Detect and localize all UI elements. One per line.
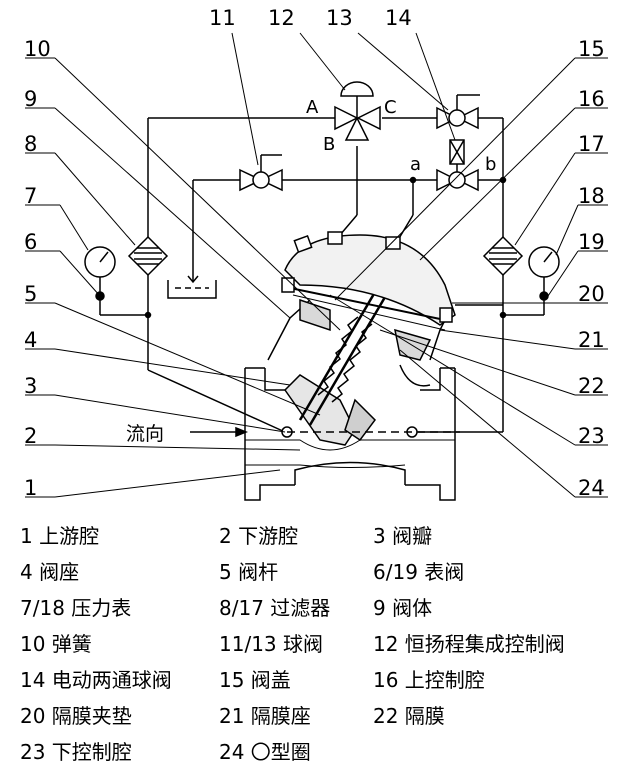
callout-7: 7 — [24, 184, 37, 208]
flow-direction-label: 流向 — [126, 423, 164, 445]
legend-item-5: 5 阀杆 — [219, 560, 279, 584]
callout-17: 17 — [578, 132, 605, 156]
callout-10: 10 — [24, 37, 51, 61]
main-valve-body — [244, 231, 460, 501]
legend-item-2: 2 下游腔 — [219, 524, 299, 548]
pressure-gauge-7 — [84, 246, 116, 301]
callout-9: 9 — [24, 87, 37, 111]
port-label-B: B — [323, 134, 335, 155]
callout-numbers: 1 2 3 4 5 6 7 8 9 10 11 12 13 14 15 16 1… — [24, 6, 605, 500]
filter-17 — [482, 235, 524, 277]
legend-item-12: 12 恒扬程集成控制阀 — [373, 632, 565, 656]
ball-valve-13 — [436, 94, 480, 130]
drain-funnel — [167, 275, 217, 299]
legend-item-22: 22 隔膜 — [373, 704, 445, 728]
callout-21: 21 — [578, 328, 605, 352]
port-label-A: A — [306, 97, 319, 118]
legend-item-4: 4 阀座 — [20, 560, 80, 584]
callout-19: 19 — [578, 230, 605, 254]
callout-1: 1 — [24, 476, 37, 500]
legend-item-21: 21 隔膜座 — [219, 704, 311, 728]
callout-22: 22 — [578, 374, 605, 398]
port-label-a: a — [410, 154, 421, 175]
callout-3: 3 — [24, 374, 37, 398]
legend-item-7-18: 7/18 压力表 — [20, 596, 132, 620]
callout-11: 11 — [209, 6, 236, 30]
callout-8: 8 — [24, 132, 37, 156]
legend-item-8-17: 8/17 过滤器 — [219, 596, 331, 620]
legend-item-6-19: 6/19 表阀 — [373, 560, 465, 584]
legend-item-9: 9 阀体 — [373, 596, 433, 620]
callout-6: 6 — [24, 230, 37, 254]
callout-24: 24 — [578, 476, 605, 500]
flow-arrow — [190, 426, 249, 438]
filter-8 — [127, 235, 169, 277]
control-valve-12 — [334, 81, 381, 141]
legend-item-14: 14 电动两通球阀 — [20, 668, 172, 692]
legend-item-3: 3 阀瓣 — [373, 524, 433, 548]
legend-item-24: 24 〇型圈 — [219, 740, 311, 764]
legend-item-1: 1 上游腔 — [20, 524, 100, 548]
callout-16: 16 — [578, 87, 605, 111]
motor-ball-valve-14 — [436, 139, 479, 192]
legend-item-10: 10 弹簧 — [20, 632, 92, 656]
callout-14: 14 — [385, 6, 412, 30]
legend-item-11-13: 11/13 球阀 — [219, 632, 323, 656]
callout-20: 20 — [578, 282, 605, 306]
callout-23: 23 — [578, 424, 605, 448]
callout-2: 2 — [24, 424, 37, 448]
leader-lines — [25, 32, 608, 498]
port-label-C: C — [384, 97, 397, 118]
callout-12: 12 — [268, 6, 295, 30]
legend-item-20: 20 隔膜夹垫 — [20, 704, 132, 728]
pressure-gauge-18 — [528, 246, 560, 301]
legend-item-15: 15 阀盖 — [219, 668, 291, 692]
callout-13: 13 — [326, 6, 353, 30]
legend-item-23: 23 下控制腔 — [20, 740, 132, 764]
callout-15: 15 — [578, 37, 605, 61]
ball-valve-11 — [239, 154, 283, 192]
callout-4: 4 — [24, 328, 37, 352]
callout-5: 5 — [24, 282, 37, 306]
callout-18: 18 — [578, 184, 605, 208]
port-label-b: b — [485, 154, 496, 175]
legend-item-16: 16 上控制腔 — [373, 668, 485, 692]
